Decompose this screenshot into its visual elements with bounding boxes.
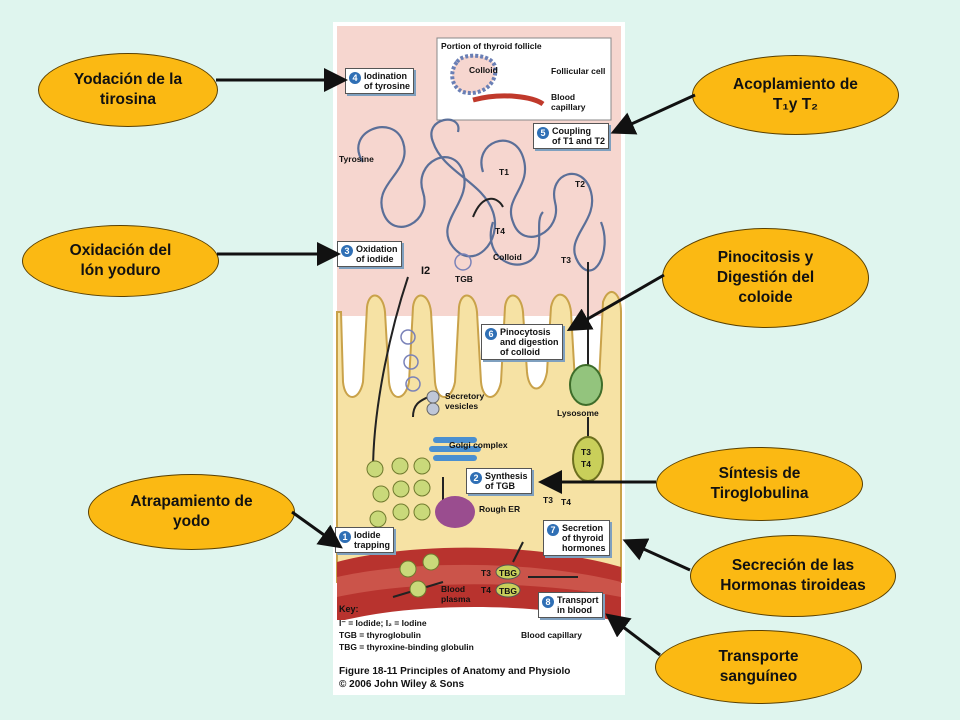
step-number: 5 — [537, 127, 549, 139]
callout-text: Secreción de las — [731, 557, 855, 574]
t3-blood-label: T3 — [481, 568, 491, 578]
callout-text: Yodación de la — [73, 71, 183, 88]
callout-oxidation: Oxidación del lón yoduro — [22, 225, 219, 297]
tbg-label-2: TBG — [499, 586, 517, 596]
step-text: Iodination — [364, 71, 407, 81]
callout-text: Pinocitosis y — [717, 249, 814, 266]
key-line-2: TGB = thyroglobulin — [339, 630, 421, 640]
callout-text: T₁y T₂ — [772, 96, 819, 113]
tgb-label: TGB — [455, 274, 473, 284]
callout-text: Hormonas tiroideas — [720, 577, 866, 594]
golgi-label: Golgi complex — [449, 440, 508, 450]
callout-coupling: Acoplamiento de T₁y T₂ — [692, 55, 899, 135]
step-text: Coupling — [552, 126, 591, 136]
t4-blood-label: T4 — [481, 585, 491, 595]
callout-text: Tiroglobulina — [710, 485, 809, 502]
callout-trapping: Atrapamiento de yodo — [88, 474, 295, 550]
blood-plasma-label: Blood plasma — [441, 584, 471, 604]
thyroid-diagram: Portion of thyroid follicle Colloid Foll… — [333, 22, 625, 695]
step-8-transport: 8 Transport in blood — [538, 592, 603, 618]
inset-follicular-label: Follicular cell — [551, 66, 606, 76]
step-text: Pinocytosis — [500, 327, 551, 337]
step-number: 8 — [542, 596, 554, 608]
key-line-1: I⁻ = Iodide; I₂ = Iodine — [339, 618, 427, 628]
step-5-coupling: 5 Coupling of T1 and T2 — [533, 123, 610, 149]
callout-text: sanguíneo — [719, 668, 798, 685]
step-2-synthesis: 2 Synthesis of TGB — [466, 468, 532, 494]
step-text: trapping — [354, 540, 390, 550]
callout-synthesis: Síntesis de Tiroglobulina — [656, 447, 863, 521]
step-number: 2 — [470, 472, 482, 484]
arrow-coupling — [610, 93, 696, 135]
lysosome-label: Lysosome — [557, 408, 599, 418]
arrow-trapping — [291, 510, 343, 549]
callout-text: coloide — [738, 289, 793, 306]
step-text: of colloid — [500, 347, 540, 357]
step-text: Oxidation — [356, 244, 398, 254]
step-3-oxidation: 3 Oxidation of iodide — [337, 241, 402, 267]
step-text: of TGB — [485, 481, 515, 491]
callout-text: Oxidación del — [69, 242, 172, 259]
callout-text: yodo — [172, 513, 211, 530]
callout-text: Acoplamiento de — [733, 76, 858, 93]
arrow-secretion — [622, 538, 691, 572]
step-text: Secretion — [562, 523, 604, 533]
t3-vesicle-label: T3 — [581, 447, 591, 457]
step-text: of T1 and T2 — [552, 136, 606, 146]
step-number: 4 — [349, 72, 361, 84]
step-number: 7 — [547, 524, 559, 536]
t3-cell-label: T3 — [543, 495, 553, 505]
step-text: hormones — [562, 543, 606, 553]
thyroglobulin-coils — [357, 118, 606, 272]
callout-iodination: Yodación de la tirosina — [38, 53, 218, 127]
secretory-vesicles-label: Secretory vesicles — [445, 391, 485, 411]
blood-capillary-label: Blood capillary — [521, 630, 582, 640]
step-text: in blood — [557, 605, 592, 615]
step-text: and digestion — [500, 337, 559, 347]
callout-text: tirosina — [100, 91, 156, 108]
iodine-label: I2 — [421, 265, 431, 277]
t4-cell-label: T4 — [561, 497, 571, 507]
inset-title: Portion of thyroid follicle — [441, 41, 542, 51]
step-number: 3 — [341, 245, 353, 257]
tbg-label-1: TBG — [499, 568, 517, 578]
step-text: Iodide — [354, 530, 381, 540]
callout-text: Atrapamiento de — [130, 493, 253, 510]
callout-secretion: Secreción de las Hormonas tiroideas — [690, 535, 896, 617]
lysosome — [569, 364, 603, 406]
step-text: of iodide — [356, 254, 394, 264]
thyroid-illustration — [336, 26, 622, 695]
rough-er-label: Rough ER — [479, 504, 521, 514]
inset-blood-label: Blood capillary — [551, 92, 586, 112]
step-6-pinocytosis: 6 Pinocytosis and digestion of colloid — [481, 324, 563, 360]
t1-label: T1 — [499, 167, 509, 177]
step-number: 1 — [339, 531, 351, 543]
t4-colloid-label: T4 — [495, 226, 505, 236]
step-text: Synthesis — [485, 471, 528, 481]
step-7-secretion: 7 Secretion of thyroid hormones — [543, 520, 610, 556]
callout-text: Digestión del — [716, 269, 815, 286]
callout-transport: Transporte sanguíneo — [655, 630, 862, 704]
callout-pinocytosis: Pinocitosis y Digestión del coloide — [662, 228, 869, 328]
key-title: Key: — [339, 604, 359, 614]
colloid-label: Colloid — [493, 252, 522, 262]
figure-copyright: © 2006 John Wiley & Sons — [339, 679, 465, 690]
t4-vesicle-label: T4 — [581, 459, 591, 469]
step-4-iodination: 4 Iodination of tyrosine — [345, 68, 415, 94]
tyrosine-label: Tyrosine — [339, 154, 374, 164]
callout-text: lón yoduro — [80, 262, 161, 279]
step-number: 6 — [485, 328, 497, 340]
step-text: of tyrosine — [364, 81, 411, 91]
step-1-trapping: 1 Iodide trapping — [335, 527, 394, 553]
figure-caption: Figure 18-11 Principles of Anatomy and P… — [339, 667, 571, 677]
callout-text: Transporte — [718, 648, 799, 665]
t3-colloid-label: T3 — [561, 255, 571, 265]
callout-text: Síntesis de — [718, 465, 801, 482]
inset-colloid-label: Colloid — [469, 65, 498, 75]
key-line-3: TBG = thyroxine-binding globulin — [339, 642, 474, 652]
step-text: of thyroid — [562, 533, 604, 543]
step-text: Transport — [557, 595, 599, 605]
t2-label: T2 — [575, 179, 585, 189]
